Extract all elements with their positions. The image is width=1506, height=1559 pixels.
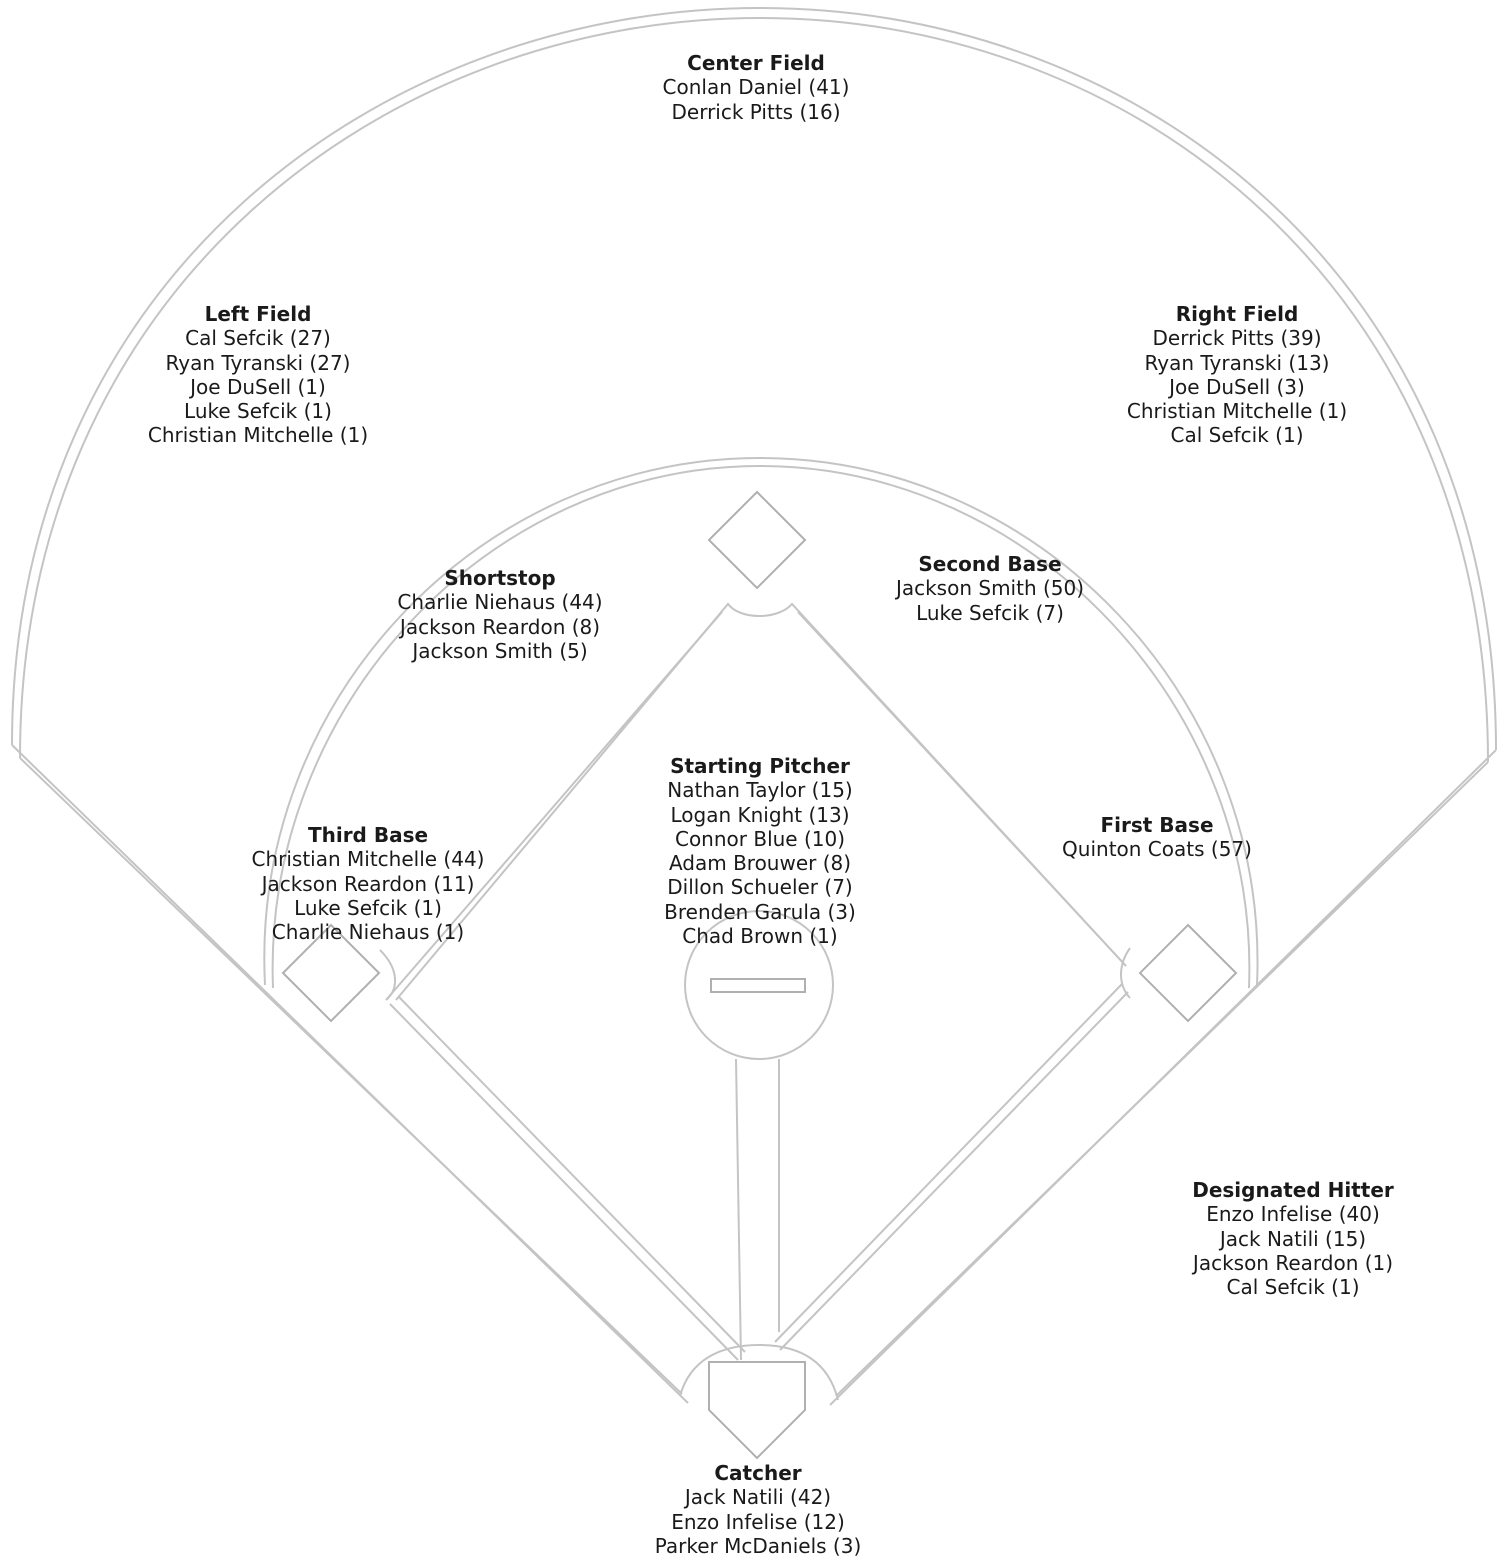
player-entry: Jackson Reardon (1) bbox=[1192, 1251, 1394, 1275]
position-title: Left Field bbox=[148, 302, 368, 326]
player-entry: Adam Brouwer (8) bbox=[664, 851, 856, 875]
player-entry: Christian Mitchelle (44) bbox=[252, 847, 485, 871]
player-entry: Joe DuSell (3) bbox=[1127, 375, 1347, 399]
baseline-third bbox=[390, 1004, 738, 1360]
player-entry: Jackson Reardon (8) bbox=[397, 615, 602, 639]
position-title: First Base bbox=[1062, 813, 1252, 837]
first-base bbox=[1140, 925, 1236, 1021]
player-entry: Jackson Reardon (11) bbox=[252, 872, 485, 896]
first-cutout bbox=[1121, 948, 1130, 998]
player-entry: Chad Brown (1) bbox=[664, 924, 856, 948]
player-entry: Jack Natili (42) bbox=[655, 1485, 862, 1509]
position-title: Shortstop bbox=[397, 566, 602, 590]
player-entry: Jackson Smith (5) bbox=[397, 639, 602, 663]
player-entry: Conlan Daniel (41) bbox=[663, 75, 850, 99]
baseline-third-inner bbox=[398, 996, 745, 1352]
player-entry: Luke Sefcik (7) bbox=[896, 601, 1084, 625]
position-title: Catcher bbox=[655, 1461, 862, 1485]
position-title: Second Base bbox=[896, 552, 1084, 576]
home-plate bbox=[709, 1362, 805, 1458]
player-entry: Jackson Smith (50) bbox=[896, 576, 1084, 600]
second-base bbox=[709, 492, 805, 588]
player-entry: Enzo Infelise (12) bbox=[655, 1510, 862, 1534]
position-title: Designated Hitter bbox=[1192, 1178, 1394, 1202]
position-title: Third Base bbox=[252, 823, 485, 847]
player-entry: Jack Natili (15) bbox=[1192, 1227, 1394, 1251]
player-entry: Ryan Tyranski (27) bbox=[148, 351, 368, 375]
position-title: Center Field bbox=[663, 51, 850, 75]
player-entry: Charlie Niehaus (1) bbox=[252, 920, 485, 944]
position-title: Right Field bbox=[1127, 302, 1347, 326]
player-entry: Christian Mitchelle (1) bbox=[148, 423, 368, 447]
home-circle bbox=[680, 1345, 838, 1400]
player-entry: Charlie Niehaus (44) bbox=[397, 590, 602, 614]
player-entry: Cal Sefcik (1) bbox=[1192, 1275, 1394, 1299]
position-title: Starting Pitcher bbox=[664, 754, 856, 778]
baseline-first bbox=[780, 992, 1128, 1350]
player-entry: Cal Sefcik (1) bbox=[1127, 423, 1347, 447]
player-entry: Parker McDaniels (3) bbox=[655, 1534, 862, 1558]
pitchers-rubber bbox=[711, 979, 805, 992]
third-cutout bbox=[380, 950, 395, 1000]
player-entry: Derrick Pitts (16) bbox=[663, 100, 850, 124]
player-entry: Quinton Coats (57) bbox=[1062, 837, 1252, 861]
player-entry: Cal Sefcik (27) bbox=[148, 326, 368, 350]
player-entry: Connor Blue (10) bbox=[664, 827, 856, 851]
player-entry: Brenden Garula (3) bbox=[664, 900, 856, 924]
player-entry: Luke Sefcik (1) bbox=[252, 896, 485, 920]
player-entry: Enzo Infelise (40) bbox=[1192, 1202, 1394, 1226]
mound-path-left bbox=[736, 1059, 741, 1360]
player-entry: Derrick Pitts (39) bbox=[1127, 326, 1347, 350]
player-entry: Christian Mitchelle (1) bbox=[1127, 399, 1347, 423]
player-entry: Joe DuSell (1) bbox=[148, 375, 368, 399]
player-entry: Nathan Taylor (15) bbox=[664, 778, 856, 802]
player-entry: Dillon Schueler (7) bbox=[664, 875, 856, 899]
player-entry: Logan Knight (13) bbox=[664, 803, 856, 827]
player-entry: Ryan Tyranski (13) bbox=[1127, 351, 1347, 375]
player-entry: Luke Sefcik (1) bbox=[148, 399, 368, 423]
